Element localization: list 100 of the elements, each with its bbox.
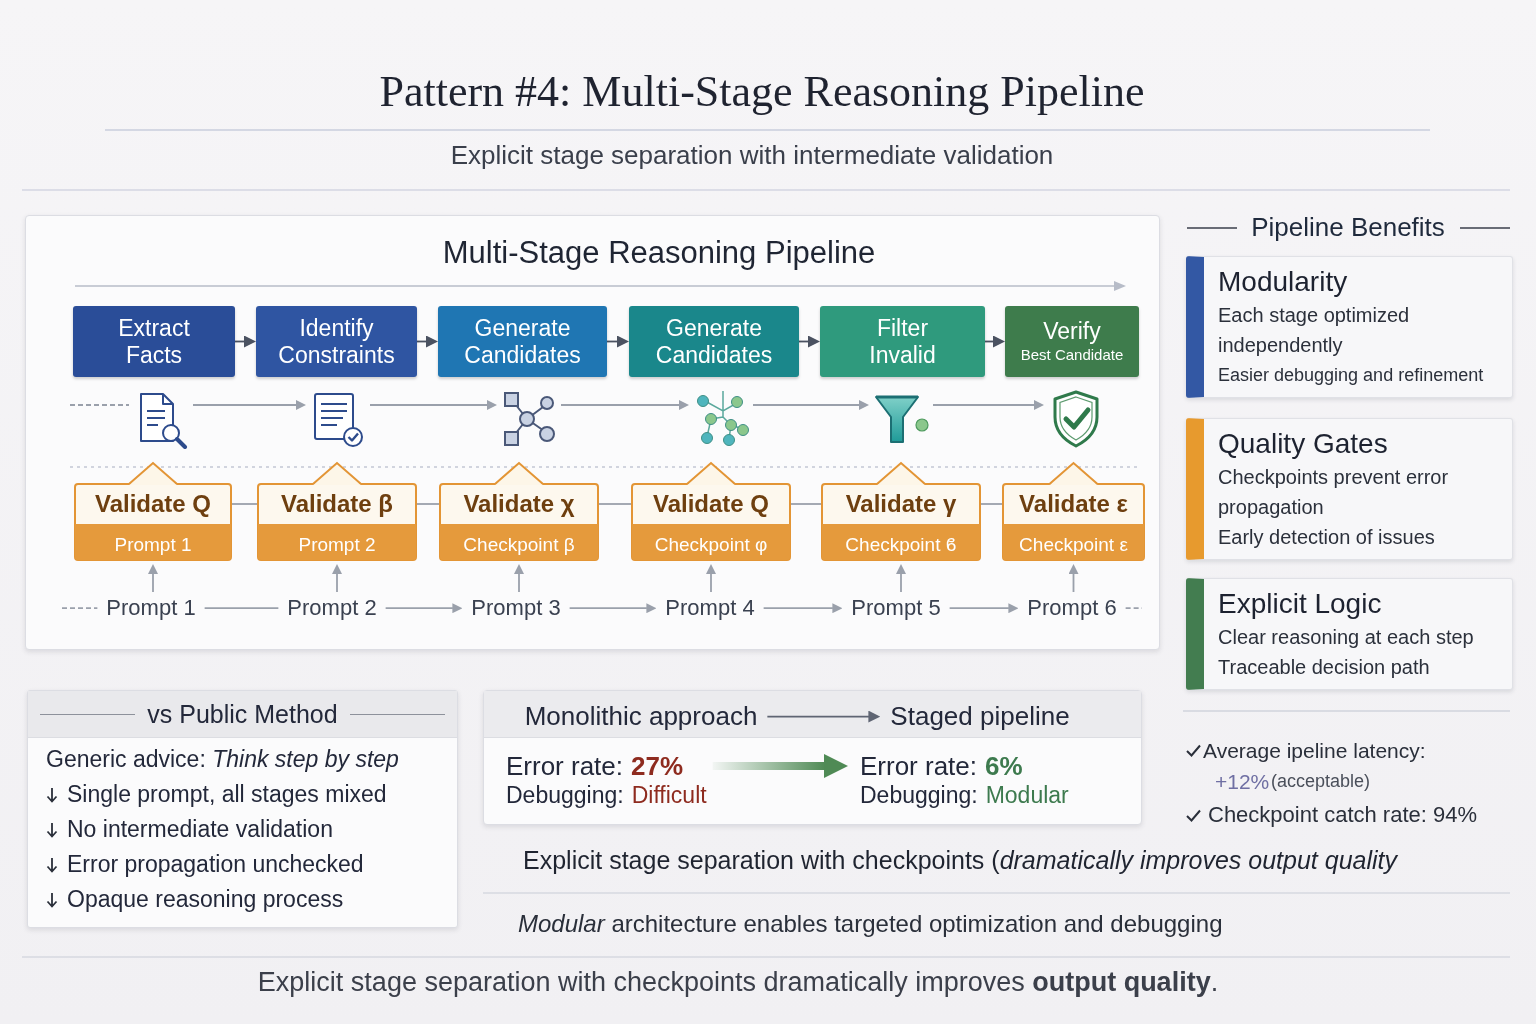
- arrow: [234, 335, 256, 348]
- panel-heading: vs Public Method: [147, 699, 338, 729]
- stat-value: +12%: [1215, 769, 1270, 795]
- pipeline-panel: [25, 215, 1160, 650]
- stat-label: Error rate:: [506, 751, 624, 781]
- stage-box: [73, 306, 235, 377]
- stage-title: Generate Candidates: [654, 314, 774, 369]
- arrow: [416, 335, 438, 348]
- arrow: [762, 603, 843, 614]
- arrow: [514, 564, 524, 593]
- step-label: Checkpoint β: [463, 533, 575, 556]
- stat-value: Difficult: [631, 782, 707, 808]
- method-panel: [27, 690, 458, 928]
- step-label: Checkpoint ϐ: [845, 533, 957, 556]
- summary-text: Explicit stage separation with checkpoints (dramatically improves output quality: [523, 845, 1398, 875]
- step-label: Checkpoint ε: [1019, 533, 1128, 556]
- arrow: [896, 564, 906, 593]
- card-text: Clear reasoning at each step: [1218, 625, 1475, 650]
- title: Pattern #4: Multi-Stage Reasoning Pipeline: [379, 66, 1145, 118]
- card-heading: Quality Gates: [1218, 427, 1389, 461]
- dashed-line: [61, 607, 99, 610]
- note-text: Modular architecture enables targeted optimization and debugging: [518, 910, 1223, 939]
- stage-title: Identify Constraints: [277, 314, 396, 369]
- arrow: [384, 603, 463, 614]
- card-text: Early detection of issues: [1218, 525, 1436, 550]
- step-label: Checkpoint φ: [654, 533, 768, 556]
- connector-line: [790, 503, 822, 505]
- arrow: [332, 564, 342, 593]
- prompt-label: Prompt 5: [851, 595, 941, 622]
- validate-title: Validate β: [281, 490, 393, 518]
- comparison-panel: [483, 690, 1142, 825]
- stage-box: [820, 306, 985, 377]
- connector-line: [598, 503, 632, 505]
- column-heading: Monolithic approach: [524, 701, 758, 733]
- intro-text: Generic advice: Think step by step: [46, 746, 399, 773]
- card-text: Checkpoints prevent error propagation: [1218, 465, 1450, 520]
- connector-line: [203, 607, 280, 610]
- stage-box: [256, 306, 417, 377]
- stage-subtitle: Best Candidate: [1020, 345, 1124, 365]
- prompt-label: Prompt 6: [1027, 595, 1117, 622]
- step-label: Prompt 2: [298, 533, 376, 556]
- arrow: [766, 710, 881, 723]
- card-heading: Explicit Logic: [1218, 587, 1383, 621]
- validate-title: Validate χ: [463, 490, 575, 518]
- benefit-card: [1186, 578, 1513, 690]
- arrow: [148, 564, 158, 593]
- section-heading: Pipeline Benefits: [1251, 212, 1445, 244]
- arrow: [932, 400, 1044, 410]
- card-text: Easier debugging and refinement: [1218, 364, 1485, 387]
- arrow: [568, 603, 657, 614]
- stage-title: Generate Candidates: [463, 314, 582, 369]
- validate-title: Validate γ: [845, 490, 957, 518]
- validate-title: Validate Q: [652, 490, 770, 518]
- arrow: [192, 400, 306, 410]
- caption: Explicit stage separation with checkpoints dramatically improves output quality.: [257, 966, 1219, 999]
- arrow: [984, 335, 1005, 348]
- arrow: [606, 335, 629, 348]
- connector-line: [980, 503, 1003, 505]
- stat-label: Debugging:: [860, 782, 978, 808]
- stat-value: Modular: [985, 782, 1069, 808]
- arrow: [948, 603, 1019, 614]
- prompt-label: Prompt 1: [106, 595, 196, 622]
- subtitle: Explicit stage separation with intermediate validation: [450, 140, 1054, 172]
- panel-heading: Multi-Stage Reasoning Pipeline: [442, 235, 876, 271]
- list-item: Single prompt, all stages mixed: [67, 781, 387, 808]
- stage-box: [629, 306, 799, 377]
- arrow: [560, 400, 689, 410]
- stat-note: Average ipeline latency:: [1203, 738, 1426, 764]
- arrow: [712, 754, 848, 778]
- card-heading: Modularity: [1218, 265, 1349, 299]
- stat-label: Debugging:: [506, 782, 624, 808]
- benefit-card: [1186, 418, 1513, 560]
- card-text: Traceable decision path: [1218, 655, 1431, 680]
- stage-title: Extract Facts: [117, 314, 191, 369]
- validate-title: Validate Q: [94, 490, 212, 518]
- arrow: [369, 400, 497, 410]
- stat-value: 27%: [631, 751, 684, 781]
- list-item: No intermediate validation: [67, 816, 333, 843]
- benefit-card: [1186, 256, 1513, 398]
- connector-line: [231, 503, 258, 505]
- prompt-label: Prompt 2: [287, 595, 377, 622]
- connector-line: [416, 503, 440, 505]
- arrow: [706, 564, 716, 593]
- prompt-label: Prompt 3: [471, 595, 561, 622]
- card-text: Each stage optimized independently: [1218, 303, 1411, 358]
- stat-label: Error rate:: [860, 751, 978, 781]
- column-heading: Staged pipeline: [890, 701, 1070, 733]
- prompt-label: Prompt 4: [665, 595, 755, 622]
- stage-title: Filter Invalid: [868, 314, 937, 369]
- stat-note: (acceptable): [1271, 771, 1371, 793]
- list-item: Opaque reasoning process: [67, 886, 344, 913]
- stage-title: Verify: [1043, 318, 1101, 345]
- stage-box: [438, 306, 607, 377]
- arrow: [1068, 564, 1079, 593]
- stat-value: 6%: [985, 751, 1023, 781]
- arrow: [798, 335, 820, 348]
- stage-box: [1005, 306, 1139, 377]
- stat-note: Checkpoint catch rate: 94%: [1208, 802, 1478, 829]
- list-item: Error propagation unchecked: [67, 851, 364, 878]
- network-icon: [501, 389, 557, 449]
